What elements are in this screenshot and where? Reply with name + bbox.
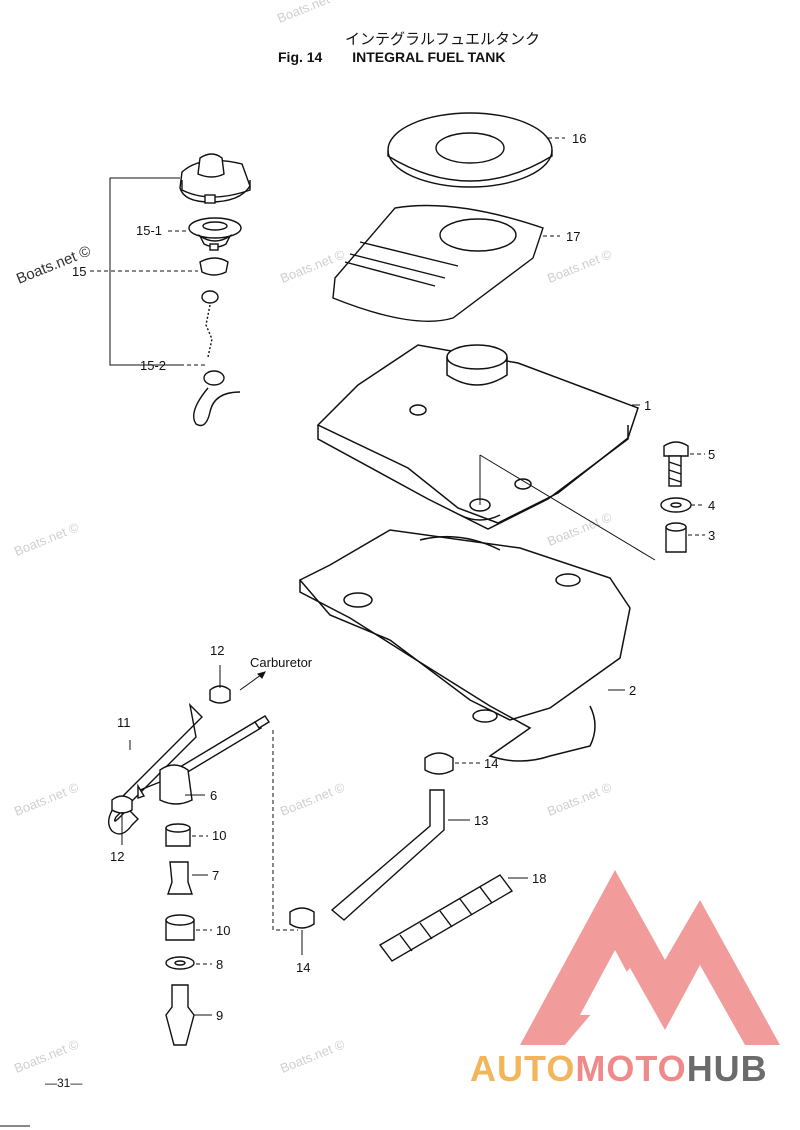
part-14-clamps — [289, 752, 454, 929]
callout-2: 2 — [629, 683, 636, 698]
callout-1: 1 — [644, 398, 651, 413]
part-1-upper-tank — [316, 344, 639, 530]
callout-3: 3 — [708, 528, 715, 543]
callout-14-bottom: 14 — [296, 960, 310, 975]
part-18-sleeve — [378, 874, 514, 962]
callout-4: 4 — [708, 498, 715, 513]
callout-14-top: 14 — [484, 756, 498, 771]
part-6-fuel-valve — [137, 715, 270, 805]
leader-lines — [479, 137, 705, 561]
callout-9: 9 — [216, 1008, 223, 1023]
part-7-connector — [167, 861, 193, 895]
figure-title: INTEGRAL FUEL TANK — [352, 49, 506, 65]
callout-15-1: 15-1 — [136, 223, 162, 238]
callout-7: 7 — [212, 868, 219, 883]
fuel-cap-assembly — [179, 153, 251, 427]
part-17-shield — [332, 204, 544, 322]
part-11-hose — [108, 702, 203, 835]
callout-17: 17 — [566, 229, 580, 244]
callout-15: 15 — [72, 264, 86, 279]
brand-logo-mark — [520, 870, 780, 1045]
part-9-fitting — [165, 984, 195, 1046]
callout-15-2: 15-2 — [140, 358, 166, 373]
brand-part-hub: HUB — [686, 1048, 768, 1089]
callout-12-top: 12 — [210, 643, 224, 658]
callout-18: 18 — [532, 871, 546, 886]
part-2-lower-tank — [298, 529, 631, 762]
part-16-pad — [387, 112, 553, 188]
callout-16: 16 — [572, 131, 586, 146]
callout-13: 13 — [474, 813, 488, 828]
brand-part-moto: MOTO — [575, 1048, 687, 1089]
part-10-bushings — [165, 823, 195, 941]
callout-6: 6 — [210, 788, 217, 803]
callout-10-bottom: 10 — [216, 923, 230, 938]
figure-heading: Fig. 14 INTEGRAL FUEL TANK — [278, 49, 505, 65]
carburetor-label: Carburetor — [250, 655, 313, 670]
callout-11: 11 — [117, 715, 131, 730]
figure-label: Fig. 14 — [278, 49, 323, 65]
page-number: —31— — [45, 1076, 83, 1090]
brand-wordmark: AUTOMOTOHUB — [470, 1048, 768, 1090]
brand-part-auto: AUTO — [470, 1048, 576, 1089]
leader-lines — [90, 177, 205, 366]
callout-8: 8 — [216, 957, 223, 972]
part-8-washer — [165, 956, 195, 970]
parts-3-4-5-hardware — [660, 441, 692, 553]
callout-12-bottom: 12 — [110, 849, 124, 864]
title-japanese: インテグラルフュエルタンク — [345, 30, 541, 48]
callout-10-top: 10 — [212, 828, 226, 843]
leader-lines — [301, 762, 528, 955]
leader-lines — [121, 665, 298, 1016]
callout-5: 5 — [708, 447, 715, 462]
part-12-clamps — [111, 685, 231, 814]
part-13-hose — [330, 789, 445, 921]
